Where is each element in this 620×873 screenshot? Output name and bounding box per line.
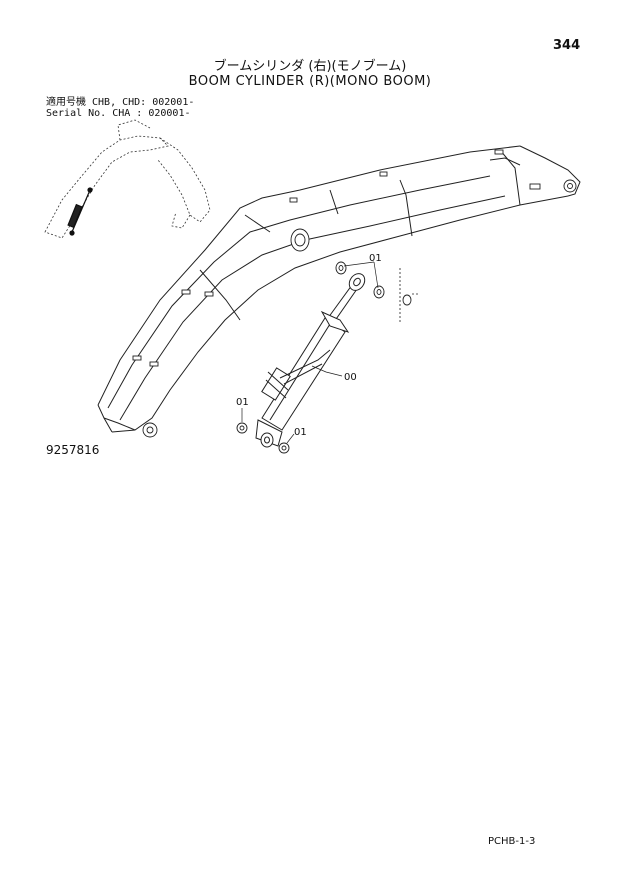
overview-highlighted-cylinder [67, 187, 93, 236]
mono-boom [97, 145, 581, 433]
figure-number: 9257816 [46, 443, 100, 457]
page-number: 344 [553, 38, 581, 53]
callout-pin-bottom: 01 [294, 427, 307, 438]
callout-pin-left: 01 [236, 397, 249, 408]
footer-page-code: PCHB-1-3 [488, 836, 536, 847]
page-title: BOOM CYLINDER (R)(MONO BOOM) [188, 74, 432, 89]
bolt-detail [399, 268, 418, 322]
applicable-serial-line: 適用号機 CHB, CHD: 002001- [46, 97, 195, 108]
overview-thumbnail [44, 119, 211, 239]
page-title-japanese: ブームシリンダ (右)(モノブーム) [213, 59, 407, 74]
serial-number-line: Serial No. CHA : 020001- [46, 108, 191, 119]
callout-pin-top: 01 [369, 253, 382, 264]
callout-cylinder: 00 [344, 372, 357, 383]
leader-lines [241, 261, 379, 444]
boom-details [132, 149, 577, 438]
boom-cylinder [255, 273, 366, 448]
pin-parts [236, 261, 412, 454]
